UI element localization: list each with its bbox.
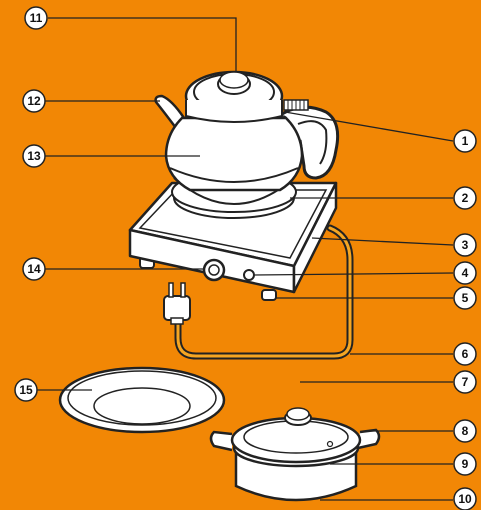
serving-dish [60, 368, 224, 432]
svg-text:10: 10 [458, 492, 472, 506]
callout-15: 15 [15, 379, 37, 401]
callout-11: 11 [25, 7, 47, 29]
callout-7: 7 [454, 371, 476, 393]
pot [211, 408, 379, 500]
callout-9: 9 [454, 453, 476, 475]
callout-13: 13 [23, 145, 45, 167]
callout-6: 6 [454, 343, 476, 365]
svg-text:1: 1 [462, 134, 469, 148]
svg-text:5: 5 [462, 291, 469, 305]
svg-text:7: 7 [462, 375, 469, 389]
svg-text:12: 12 [27, 94, 41, 108]
plug [164, 283, 190, 324]
svg-text:14: 14 [27, 262, 41, 276]
callout-14: 14 [23, 258, 45, 280]
svg-text:6: 6 [462, 347, 469, 361]
callout-8: 8 [454, 420, 476, 442]
callout-2: 2 [454, 187, 476, 209]
callout-3: 3 [454, 234, 476, 256]
svg-text:13: 13 [27, 149, 41, 163]
svg-text:2: 2 [462, 191, 469, 205]
svg-text:3: 3 [462, 238, 469, 252]
svg-text:11: 11 [30, 11, 43, 25]
callout-1: 1 [454, 130, 476, 152]
kettle [156, 72, 338, 190]
callout-10: 10 [454, 488, 476, 510]
callout-12: 12 [23, 90, 45, 112]
callout-5: 5 [454, 287, 476, 309]
svg-text:4: 4 [462, 266, 469, 280]
svg-text:15: 15 [19, 383, 33, 397]
callout-4: 4 [454, 262, 476, 284]
svg-text:8: 8 [462, 424, 469, 438]
svg-text:9: 9 [462, 457, 469, 471]
